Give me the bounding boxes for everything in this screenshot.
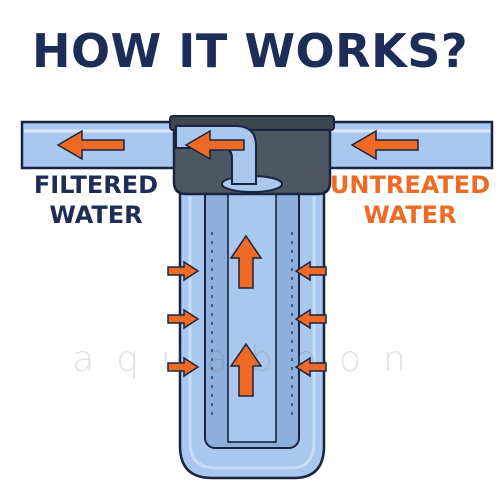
arrow-inflow-right-icon bbox=[294, 260, 327, 282]
arrow-core-up-icon bbox=[229, 234, 263, 289]
arrow-core-up-icon bbox=[229, 342, 263, 397]
cartridge-core bbox=[227, 179, 277, 443]
untreated-water-line1: UNTREATED bbox=[329, 171, 491, 199]
filtered-water-line2: WATER bbox=[49, 201, 143, 229]
brand-watermark: aquaboon bbox=[72, 339, 428, 380]
arrow-untreated-in-icon bbox=[350, 129, 419, 161]
arrow-inflow-left-icon bbox=[167, 308, 200, 330]
arrow-filtered-out-icon bbox=[56, 129, 125, 161]
untreated-water-label: UNTREATED WATER bbox=[322, 170, 498, 230]
diagram-title: HOW IT WORKS? bbox=[31, 24, 469, 78]
filtered-water-line1: FILTERED bbox=[33, 171, 159, 199]
arrow-inflow-right-icon bbox=[294, 356, 327, 378]
filtered-water-label: FILTERED WATER bbox=[26, 170, 166, 230]
arrow-inflow-left-icon bbox=[167, 356, 200, 378]
housing-inner-wall bbox=[188, 196, 316, 470]
arrow-through-head-icon bbox=[184, 129, 245, 161]
untreated-water-line2: WATER bbox=[363, 201, 457, 229]
arrow-inflow-left-icon bbox=[167, 260, 200, 282]
arrow-inflow-right-icon bbox=[294, 308, 327, 330]
